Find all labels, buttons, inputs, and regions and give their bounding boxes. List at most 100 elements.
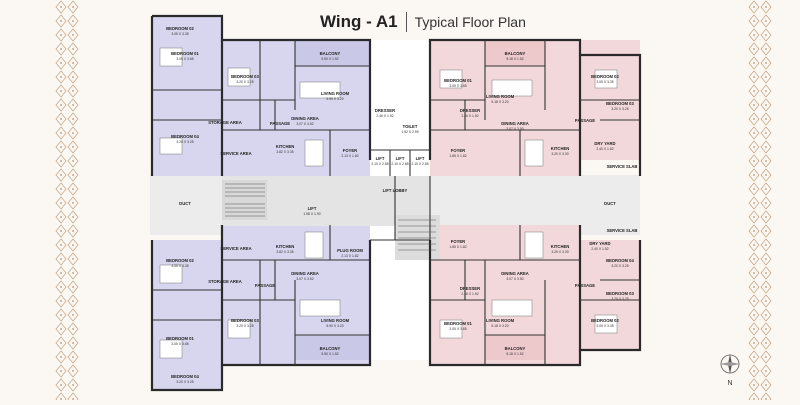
- bl-bed1-name: BEDROOM 01: [166, 336, 194, 341]
- bl-living-dims: 5.90 X 3.20: [326, 324, 343, 328]
- tl-bed3-name: BEDROOM 03: [231, 74, 259, 79]
- tl-kitchen-name: KITCHEN: [276, 144, 295, 149]
- lift1-dims: 2.10 X 2.85: [371, 162, 388, 166]
- bl-dining-dims: 3.07 X 3.52: [296, 277, 313, 281]
- lift2-name: LIFT: [396, 156, 405, 161]
- br-kitchen-name: KITCHEN: [551, 244, 570, 249]
- bl-kitchen-name: KITCHEN: [276, 244, 295, 249]
- tr-dining-name: DINING AREA: [501, 121, 529, 126]
- tl-foyer-name: FOYER: [343, 148, 357, 153]
- tr-bed1-name: BEDROOM 01: [444, 78, 472, 83]
- tl-bed3-dims: 3.20 X 3.25: [236, 80, 253, 84]
- bl-living-name: LIVING ROOM: [321, 318, 350, 323]
- br-bed1-dims: 3.05 X 3.65: [449, 327, 466, 331]
- compass-icon: N: [718, 352, 742, 393]
- border-pattern-right-graphic: [748, 0, 772, 400]
- br-dining-name: DINING AREA: [501, 271, 529, 276]
- tr-dining-dims: 3.07 X 3.50: [506, 127, 523, 131]
- bl-bed1-dims: 3.05 X 3.65: [171, 342, 188, 346]
- tr-kitchen-dims: 3.20 X 3.30: [551, 152, 568, 156]
- br-bed4-name: BEDROOM 04: [606, 258, 634, 263]
- bl-dining-name: DINING AREA: [291, 271, 319, 276]
- plan-title: Wing - A1 Typical Floor Plan: [320, 12, 526, 32]
- lift2-dims: 2.10 X 2.85: [391, 162, 408, 166]
- br-balcony-dims: 5.18 X 1.52: [506, 352, 523, 356]
- tl-toilet-dims: 1.52 X 2.59: [401, 130, 418, 134]
- tl-service-name: SERVICE AREA: [220, 151, 251, 156]
- tl-bed1-dims: 3.05 X 3.65: [176, 57, 193, 61]
- tl-bed1-name: BEDROOM 01: [171, 51, 199, 56]
- br-foyer-name: FOYER: [451, 239, 465, 244]
- tl-living-dims: 5.90 X 3.20: [326, 97, 343, 101]
- tr-balcony-dims: 5.18 X 1.52: [506, 57, 523, 61]
- tl-bed2-name: BEDROOM 02: [166, 26, 194, 31]
- bl-plugroom-dims: 2.13 X 1.82: [341, 254, 358, 258]
- tr-dryyard-name: DRY YARD: [594, 141, 615, 146]
- interior-walls: [152, 40, 640, 365]
- bl-bed3-name: BEDROOM 03: [231, 318, 259, 323]
- bl-balcony-name: BALCONY: [320, 346, 341, 351]
- br-living-name: LIVING ROOM: [486, 318, 515, 323]
- br-bed2-name: BEDROOM 02: [591, 318, 619, 323]
- lift-lobby-name: LIFT LOBBY: [383, 188, 408, 193]
- br-bed3-dims: 3.20 X 3.25: [611, 297, 628, 301]
- br-balcony-name: BALCONY: [505, 346, 526, 351]
- tr-living-name: LIVING ROOM: [486, 94, 515, 99]
- exterior-walls: [150, 14, 642, 392]
- br-bed4-dims: 3.20 X 3.25: [611, 264, 628, 268]
- tl-passage-name: PASSAGE: [270, 121, 290, 126]
- bl-service-name: SERVICE AREA: [220, 246, 251, 251]
- tr-foyer-dims: 1.85 X 1.82: [449, 154, 466, 158]
- decorative-border-right: [748, 0, 772, 400]
- tr-foyer-name: FOYER: [451, 148, 465, 153]
- br-dresser-dims: 2.46 X 1.52: [461, 292, 478, 296]
- tl-storage-name: STORAGE AREA: [208, 120, 242, 125]
- border-pattern-left-graphic: [55, 0, 79, 400]
- br-foyer-dims: 1.85 X 1.82: [449, 245, 466, 249]
- tr-bed2-name: BEDROOM 02: [591, 74, 619, 79]
- br-bed2-dims: 3.05 X 3.35: [596, 324, 613, 328]
- tr-bed3-name: BEDROOM 03: [606, 101, 634, 106]
- tl-living-name: LIVING ROOM: [321, 91, 350, 96]
- tr-bed1-dims: 3.05 X 3.65: [449, 84, 466, 88]
- north-label: N: [727, 380, 732, 387]
- furniture: [159, 47, 618, 359]
- bl-bed3-dims: 3.20 X 3.25: [236, 324, 253, 328]
- bl-kitchen-dims: 3.82 X 3.35: [276, 250, 293, 254]
- duct2-name: DUCT: [604, 201, 616, 206]
- br-passage-name: PASSAGE: [575, 283, 595, 288]
- br-dresser-name: DRESSER: [460, 286, 480, 291]
- lift4-dims: 1.98 X 1.90: [303, 212, 320, 216]
- bl-bed2-name: BEDROOM 02: [166, 258, 194, 263]
- flat-bottom-left: [152, 225, 370, 390]
- lift4-name: LIFT: [308, 206, 317, 211]
- tr-passage-name: PASSAGE: [575, 118, 595, 123]
- tl-dining-name: DINING AREA: [291, 116, 319, 121]
- tr-living-dims: 5.18 X 3.20: [491, 100, 508, 104]
- tl-dining-dims: 3.07 X 3.52: [296, 122, 313, 126]
- tl-foyer-dims: 2.13 X 1.82: [341, 154, 358, 158]
- title-divider: [405, 12, 407, 32]
- tl-bed2-dims: 3.05 X 3.35: [171, 32, 188, 36]
- tl-balcony-name: BALCONY: [320, 51, 341, 56]
- tr-dresser-dims: 2.46 X 1.52: [461, 114, 478, 118]
- bl-bed2-dims: 3.05 X 3.35: [171, 264, 188, 268]
- br-service-name: SERVICE SLAB: [607, 228, 638, 233]
- north-arrow-icon: N: [720, 354, 740, 387]
- tr-bed2-dims: 3.05 X 3.35: [596, 80, 613, 84]
- tr-balcony-name: BALCONY: [505, 51, 526, 56]
- br-living-dims: 5.18 X 3.20: [491, 324, 508, 328]
- br-dryyard-dims: 2.40 X 1.52: [591, 247, 608, 251]
- tl-dresser-dims: 2.46 X 1.52: [376, 114, 393, 118]
- bl-plugroom-name: PLUG ROOM: [337, 248, 363, 253]
- br-dryyard-name: DRY YARD: [589, 241, 610, 246]
- lift1-name: LIFT: [376, 156, 385, 161]
- tl-kitchen-dims: 3.82 X 3.35: [276, 150, 293, 154]
- plan-subtitle: Typical Floor Plan: [414, 14, 526, 30]
- bl-bed4-name: BEDROOM 04: [171, 374, 199, 379]
- br-kitchen-dims: 3.25 X 3.30: [551, 250, 568, 254]
- duct1-name: DUCT: [179, 201, 191, 206]
- br-bed1-name: BEDROOM 01: [444, 321, 472, 326]
- tl-dresser-name: DRESSER: [375, 108, 395, 113]
